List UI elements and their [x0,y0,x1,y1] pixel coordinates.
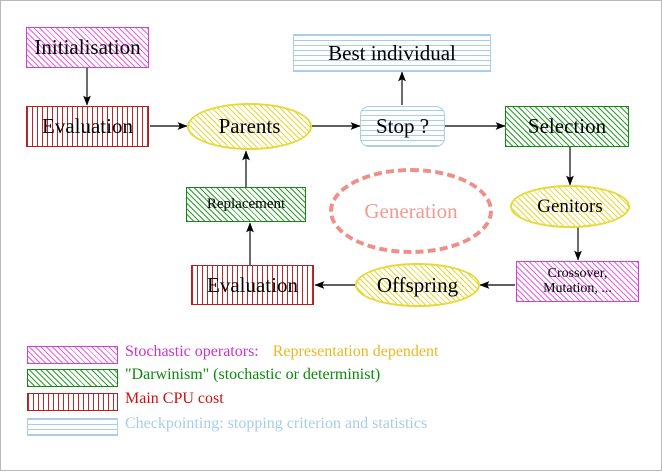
node-best-individual[interactable]: Best individual [293,34,491,72]
legend-swatch-green-diagonal-hatch [27,369,118,387]
node-generation-label: Generation [364,198,458,223]
node-evaluation-bottom[interactable]: Evaluation [191,265,314,305]
node-initialisation[interactable]: Initialisation [26,27,149,68]
legend-row-darwinism: "Darwinism" (stochastic or determinist) [1,363,662,389]
legend-row-checkpointing: Checkpointing: stopping criterion and st… [1,415,662,441]
node-offspring[interactable]: Offspring [355,263,480,307]
node-evaluation-bottom-label: Evaluation [207,272,298,297]
node-parents-label: Parents [218,114,281,139]
node-stop[interactable]: Stop ? [360,106,445,147]
node-replacement[interactable]: Replacement [186,187,306,222]
legend-text-darwinism: "Darwinism" (stochastic or determinist) [125,366,381,383]
legend-text-stochastic: Stochastic operators: Representation depe… [125,343,438,361]
node-genitors[interactable]: Genitors [510,185,630,228]
legend-text-checkpointing: Checkpointing: stopping criterion and st… [125,415,428,432]
legend-label-representation: Representation dependent [272,343,439,360]
legend-swatch-red-vertical-hatch [27,393,118,411]
node-selection-label: Selection [527,114,607,139]
legend-swatch-magenta-diagonal-hatch [27,346,118,364]
node-crossover-mutation-label: Crossover, Mutation, ... [543,265,612,296]
node-initialisation-label: Initialisation [34,35,141,60]
node-best-individual-label: Best individual [328,40,456,65]
node-selection[interactable]: Selection [505,106,629,147]
node-replacement-label: Replacement [206,195,286,212]
legend: Stochastic operators: Representation depe… [1,337,662,441]
node-evaluation-top-label: Evaluation [42,114,133,139]
node-evaluation-top[interactable]: Evaluation [26,106,149,147]
node-generation: Generation [329,168,493,254]
node-stop-label: Stop ? [375,114,430,139]
legend-row-stochastic: Stochastic operators: Representation depe… [1,337,662,364]
legend-label-stochastic: Stochastic operators: [125,343,259,360]
legend-text-cpu: Main CPU cost [125,390,224,407]
legend-swatch-blue-horizontal-hatch [27,418,118,436]
legend-row-cpu: Main CPU cost [1,389,662,415]
node-crossover-mutation[interactable]: Crossover, Mutation, ... [516,261,639,302]
node-offspring-label: Offspring [376,272,459,297]
node-genitors-label: Genitors [537,195,603,217]
node-parents[interactable]: Parents [187,103,312,150]
